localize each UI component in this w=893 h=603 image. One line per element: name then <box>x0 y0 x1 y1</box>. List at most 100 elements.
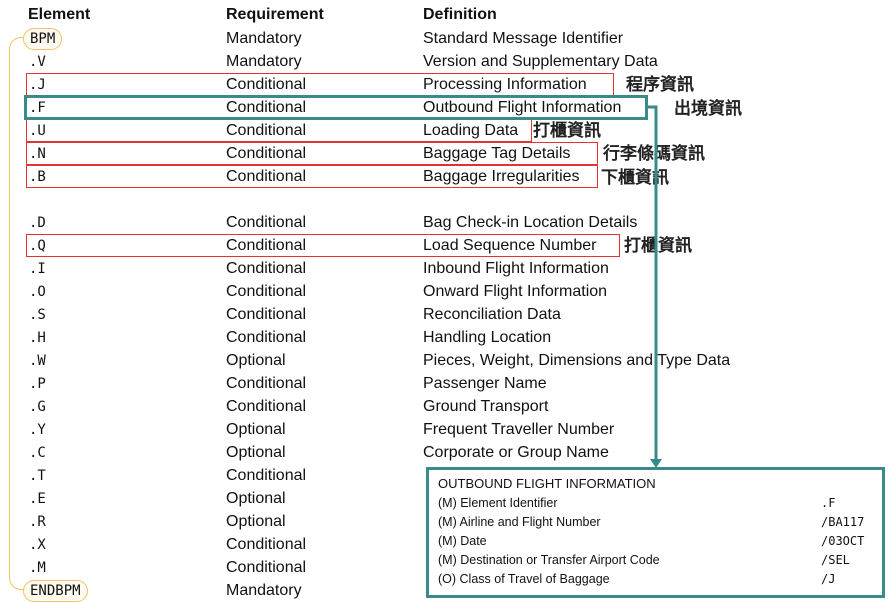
element-code: .B <box>29 169 46 185</box>
element-code: .Q <box>29 238 46 254</box>
element-code: .W <box>29 353 46 369</box>
highlight-box-sequence <box>26 234 620 257</box>
annotation-outbound: 出境資訊 <box>674 99 742 119</box>
requirement-cell: Conditional <box>226 260 307 277</box>
table-row: .X Conditional <box>0 534 893 557</box>
requirement-cell: Optional <box>226 513 286 530</box>
definition-cell: Handling Location <box>423 329 552 346</box>
element-code: .F <box>29 100 46 116</box>
requirement-cell: Conditional <box>226 214 307 231</box>
annotation-processing: 程序資訊 <box>626 75 694 95</box>
table-row: .F Conditional Outbound Flight Informati… <box>0 97 893 120</box>
element-code: .C <box>29 445 46 461</box>
outbound-info-label: (M) Destination or Transfer Airport Code <box>438 553 660 567</box>
outbound-info-value: /SEL <box>821 553 850 567</box>
table-row: .P Conditional Passenger Name <box>0 373 893 396</box>
highlight-box-tag <box>26 142 598 165</box>
outbound-info-value: .F <box>821 496 836 510</box>
outbound-info-label: (M) Element Identifier <box>438 496 558 510</box>
table-row: .U Conditional Loading Data <box>0 120 893 143</box>
element-code: .H <box>29 330 46 346</box>
element-code: .X <box>29 537 46 553</box>
element-code: .S <box>29 307 46 323</box>
element-code: .J <box>29 77 46 93</box>
table-row: .W Optional Pieces, Weight, Dimensions a… <box>0 350 893 373</box>
table-row: .O Conditional Onward Flight Information <box>0 281 893 304</box>
requirement-cell: Optional <box>226 421 286 438</box>
outbound-info-value: /BA117 <box>821 515 865 529</box>
definition-cell: Passenger Name <box>423 375 547 392</box>
header-requirement: Requirement <box>226 6 324 23</box>
requirement-cell: Conditional <box>226 99 307 116</box>
definition-cell: Baggage Tag Details <box>423 145 571 162</box>
outbound-info-line: (M) Destination or Transfer Airport Code… <box>438 552 878 569</box>
annotation-sequence: 打櫃資訊 <box>624 236 692 256</box>
table-row: .T Conditional <box>0 465 893 488</box>
element-code: .O <box>29 284 46 300</box>
requirement-cell: Conditional <box>226 467 307 484</box>
requirement-cell: Conditional <box>226 76 307 93</box>
table-row: ENDBPM Mandatory <box>0 580 893 603</box>
definition-cell: Frequent Traveller Number <box>423 421 615 438</box>
definition-cell: Inbound Flight Information <box>423 260 609 277</box>
element-code: .Y <box>29 422 46 438</box>
table-row: .Y Optional Frequent Traveller Number <box>0 419 893 442</box>
highlight-box-loading <box>26 119 532 142</box>
outbound-info-line: (M) Date /03OCT <box>438 533 878 550</box>
definition-cell: Pieces, Weight, Dimensions and Type Data <box>423 352 731 369</box>
table-row: .S Conditional Reconciliation Data <box>0 304 893 327</box>
requirement-cell: Conditional <box>226 237 307 254</box>
annotation-irregular: 下櫃資訊 <box>601 168 669 188</box>
requirement-cell: Optional <box>226 490 286 507</box>
definition-cell: Processing Information <box>423 76 587 93</box>
definition-cell: Load Sequence Number <box>423 237 597 254</box>
outbound-info-label: (M) Date <box>438 534 487 548</box>
requirement-cell: Optional <box>226 444 286 461</box>
definition-cell: Baggage Irregularities <box>423 168 580 185</box>
header-definition: Definition <box>423 6 497 23</box>
definition-cell: Outbound Flight Information <box>423 99 622 116</box>
outbound-info-value: /03OCT <box>821 534 865 548</box>
requirement-cell: Conditional <box>226 122 307 139</box>
table-row: .I Conditional Inbound Flight Informatio… <box>0 258 893 281</box>
requirement-cell: Conditional <box>226 306 307 323</box>
outbound-info-box: OUTBOUND FLIGHT INFORMATION (M) Element … <box>426 467 885 598</box>
requirement-cell: Conditional <box>226 283 307 300</box>
header-element: Element <box>28 6 91 23</box>
definition-cell: Loading Data <box>423 122 519 139</box>
outbound-info-label: (O) Class of Travel of Baggage <box>438 572 610 586</box>
element-code: .R <box>29 514 46 530</box>
table-row: .M Conditional <box>0 557 893 580</box>
element-code: .M <box>29 560 46 576</box>
annotation-loading: 打櫃資訊 <box>533 121 601 141</box>
table-row: .G Conditional Ground Transport <box>0 396 893 419</box>
annotation-tag: 行李條碼資訊 <box>603 144 705 164</box>
requirement-cell: Mandatory <box>226 53 302 70</box>
element-code: .N <box>29 146 46 162</box>
outbound-info-title: OUTBOUND FLIGHT INFORMATION <box>438 476 656 491</box>
table-row: BPM Mandatory Standard Message Identifie… <box>0 28 893 51</box>
requirement-cell: Conditional <box>226 398 307 415</box>
element-code: .D <box>29 215 46 231</box>
definition-cell: Standard Message Identifier <box>423 30 624 47</box>
table-row: .R Optional <box>0 511 893 534</box>
table-row: .D Conditional Bag Check-in Location Det… <box>0 212 893 235</box>
requirement-cell: Conditional <box>226 559 307 576</box>
element-code: .V <box>29 54 46 70</box>
requirement-cell: Optional <box>226 352 286 369</box>
definition-cell: Bag Check-in Location Details <box>423 214 638 231</box>
requirement-cell: Conditional <box>226 329 307 346</box>
highlight-box-irregular <box>26 165 598 188</box>
definition-cell: Reconciliation Data <box>423 306 561 323</box>
requirement-cell: Mandatory <box>226 30 302 47</box>
table-row: .H Conditional Handling Location <box>0 327 893 350</box>
definition-cell: Corporate or Group Name <box>423 444 609 461</box>
table-row: .Q Conditional Load Sequence Number <box>0 235 893 258</box>
element-code: BPM <box>23 28 63 50</box>
outbound-info-label: (M) Airline and Flight Number <box>438 515 601 529</box>
requirement-cell: Conditional <box>226 145 307 162</box>
outbound-info-line: (O) Class of Travel of Baggage /J <box>438 571 878 588</box>
table-row: .V Mandatory Version and Supplementary D… <box>0 51 893 74</box>
outbound-info-line: (M) Airline and Flight Number /BA117 <box>438 514 878 531</box>
highlight-box-outbound <box>24 95 648 120</box>
